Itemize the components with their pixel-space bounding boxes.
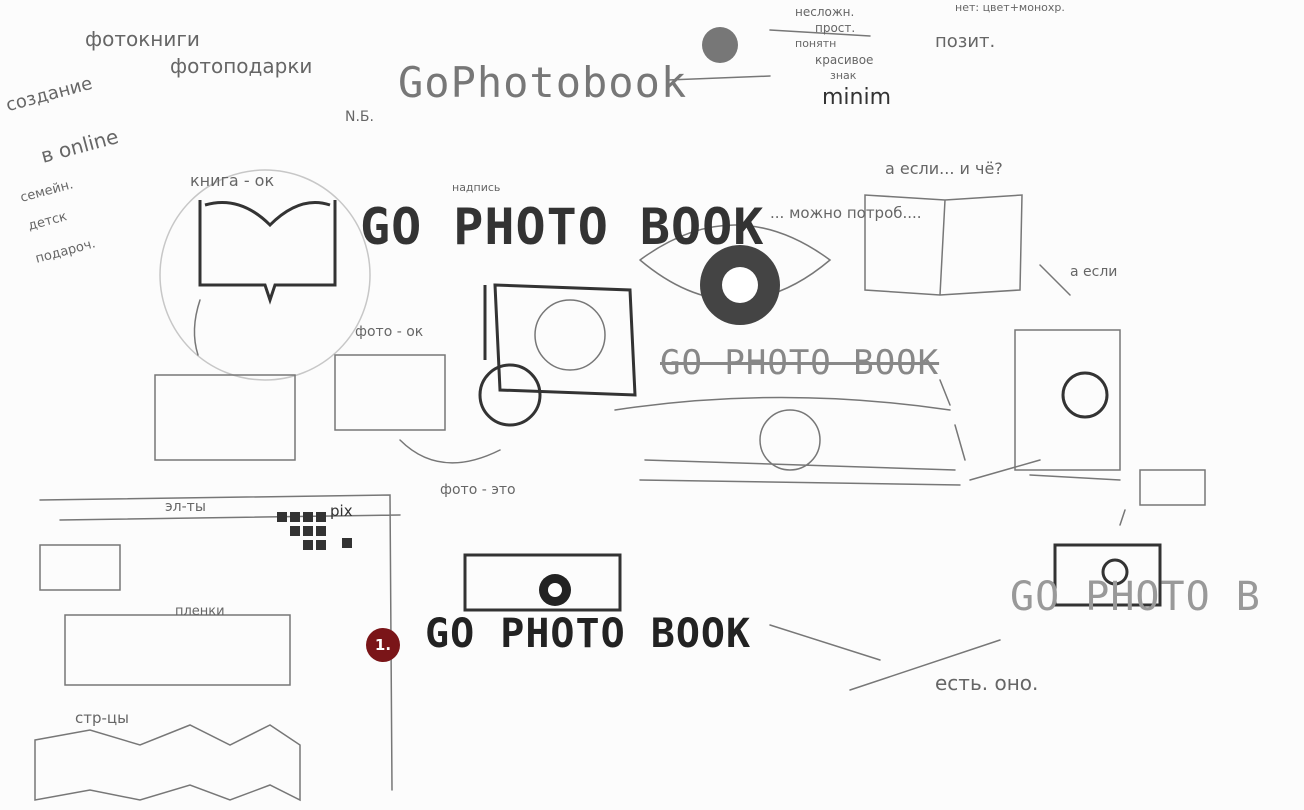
note-fotoknigi: фотокниги [85, 27, 200, 51]
logo-main: GO PHOTO BOOK [360, 198, 765, 256]
note-est-ono: есть. оно. [935, 671, 1039, 695]
open-book-icon [198, 200, 337, 305]
note-nadpis: надпись [452, 181, 501, 194]
note-pix: pix [330, 502, 353, 520]
pix-icon [277, 512, 352, 550]
logo-top: GoPhotobook [398, 58, 688, 107]
logo-right: GO PHOTO B [1010, 574, 1261, 620]
option-number-badge: 1. [366, 628, 400, 662]
note-nb: N.Б. [345, 109, 374, 125]
note-net-cvet: нет: цвет+монохр. [955, 1, 1065, 14]
note-neslozhn: несложн. [795, 5, 855, 19]
note-fotopodarki: фотоподарки [170, 54, 313, 78]
book-camera-icon [483, 283, 637, 397]
note-krasivoe: красивое [815, 53, 874, 67]
note-foto-eto: фото - это [440, 482, 516, 498]
note-pozit: позит. [935, 31, 996, 52]
note-znak: знак [830, 69, 857, 82]
note-str-cy: стр-цы [75, 709, 129, 727]
note-plenki: пленки [175, 604, 225, 619]
note-a-esli-1: а если... и чё? [885, 159, 1003, 178]
note-elty: эл-ты [165, 499, 206, 515]
note-prost: прост. [815, 21, 856, 35]
scribble-circle [702, 27, 738, 63]
note-kniga-ok: книга - ок [190, 171, 275, 190]
note-minim: minim [822, 85, 892, 110]
logo-final: GO PHOTO BOOK [425, 611, 752, 657]
note-mozhno: ... можно потроб.... [770, 204, 922, 222]
logo-struck: GO PHOTO BOOK [660, 343, 940, 383]
note-a-esli-2: а если [1070, 264, 1118, 280]
note-ponyatn: понятн [795, 37, 837, 50]
final-logo-book-camera [463, 553, 622, 612]
note-foto-ok: фото - ок [355, 324, 424, 340]
